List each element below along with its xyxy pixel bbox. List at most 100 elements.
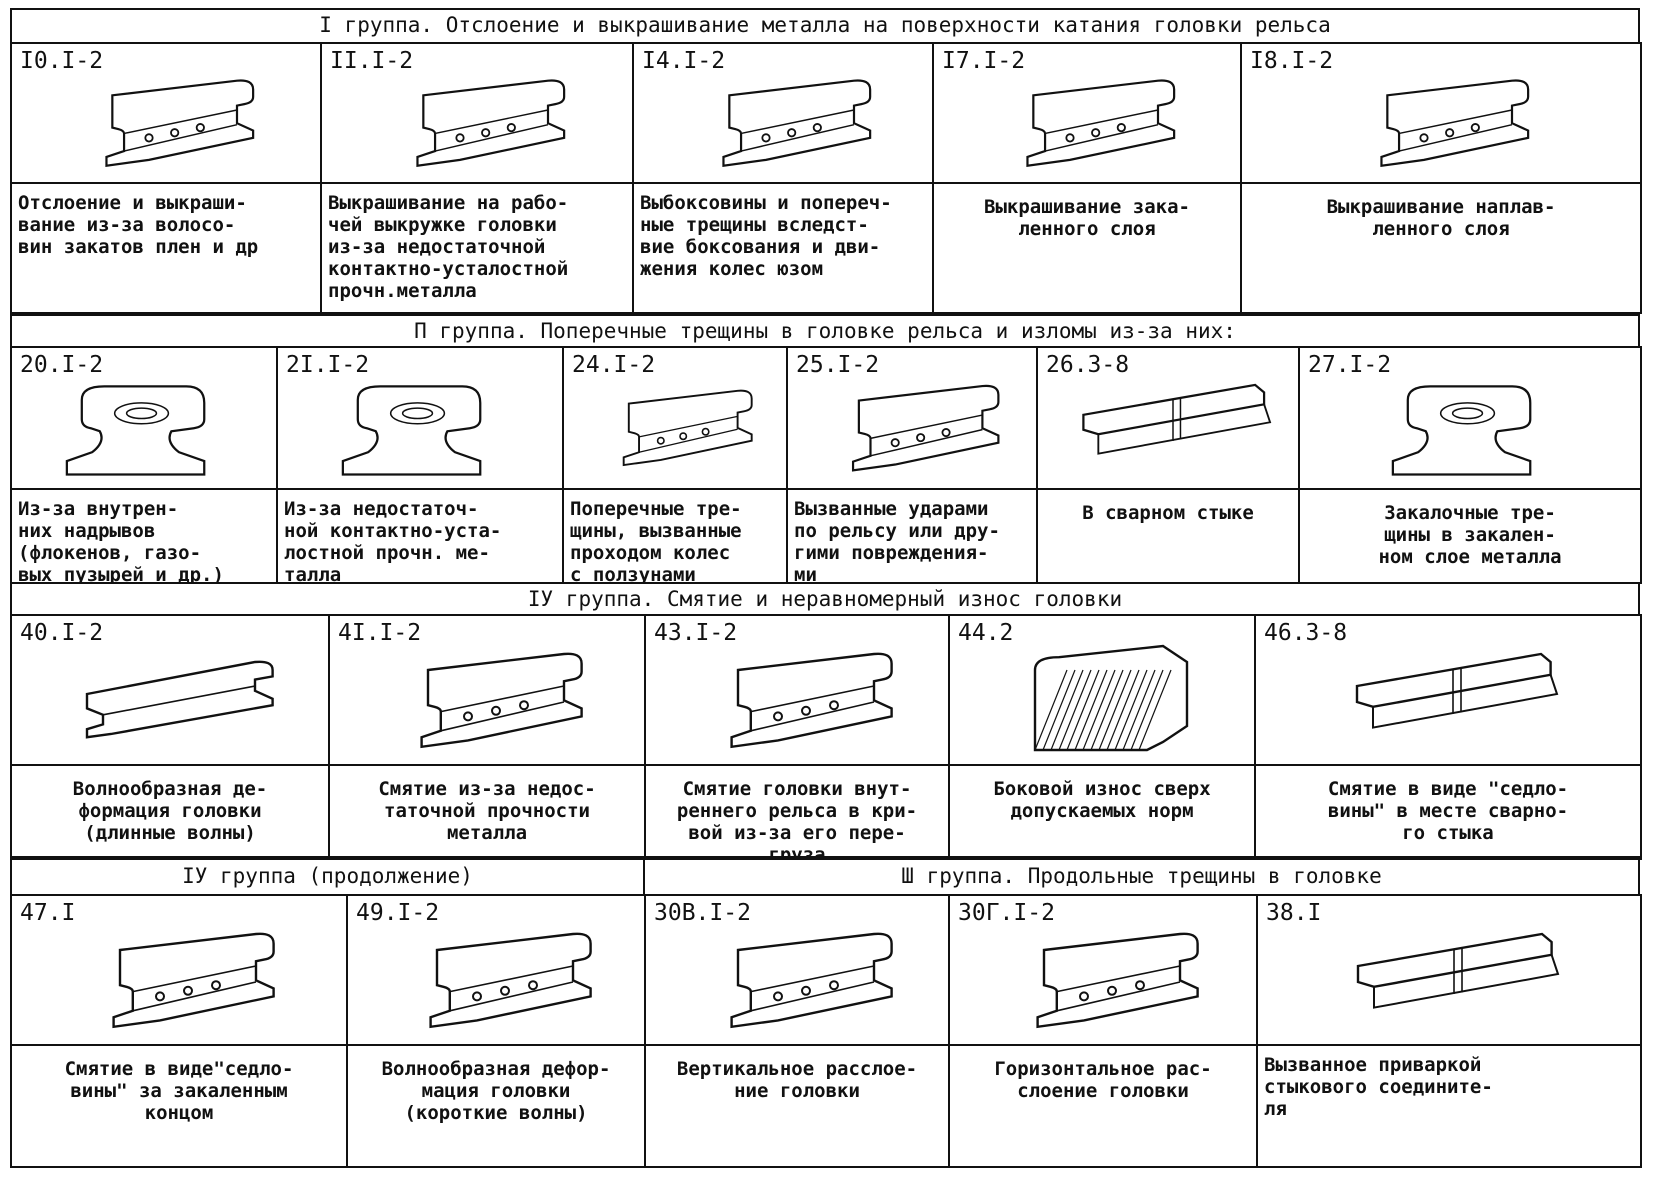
rail-defect-sketch [85,660,274,739]
group-3-header: Ш группа. Продольные трещины в головке [643,856,1640,896]
figure-area [970,918,1246,1038]
defect-figure-cell: 20.I-2 [10,346,278,490]
defect-figure-cell: 4I.I-2 [328,614,646,766]
defect-figure-cell: 43.I-2 [644,614,950,766]
rail-defect-sketch [730,932,893,1029]
figure-area [342,66,622,176]
defect-description: Горизонтальное рас- слоение головки [994,1058,1212,1102]
figure-area [32,918,336,1038]
defect-description: Смятие в виде "седло- вины" в месте свар… [1327,778,1569,844]
defect-description: Вызванное приваркой стыкового соедините-… [1264,1054,1493,1120]
figure-area [970,638,1244,758]
figure-area [654,66,922,176]
rail-defect-sketch [105,79,255,167]
defect-code: 30В.I-2 [654,900,751,926]
defect-description: Волнообразная де- формация головки (длин… [72,778,268,844]
defect-figure-cell: 47.I [10,894,348,1046]
defect-figure-cell: 46.3-8 [1254,614,1642,766]
defect-description-cell: Волнообразная дефор- мация головки (коро… [346,1044,646,1168]
defect-description-cell: Горизонтальное рас- слоение головки [948,1044,1258,1168]
defect-code: 26.3-8 [1046,352,1130,378]
group-1-header: I группа. Отслоение и выкрашивание метал… [10,8,1640,44]
defect-description-cell: В сварном стыке [1036,488,1300,584]
figure-area [666,918,938,1038]
defect-figure-cell: 40.I-2 [10,614,330,766]
defect-description-cell: Поперечные тре- щины, вызванные проходом… [562,488,788,584]
defect-figure-cell: 30Г.I-2 [948,894,1258,1046]
defect-description-cell: Вызванные ударами по рельсу или дру- гим… [786,488,1038,584]
defect-description: Отслоение и выкраши- вание из-за волосо-… [18,192,259,258]
defect-code: 38.I [1266,900,1322,926]
defect-description-cell: Волнообразная де- формация головки (длин… [10,764,330,860]
defect-code: 40.I-2 [20,620,104,646]
defect-figure-cell: 38.I [1256,894,1642,1046]
defect-figure-cell: 27.I-2 [1298,346,1642,490]
defect-description: Выкрашивание зака- ленного слоя [984,196,1190,240]
figure-area [368,918,634,1038]
defect-description: Вертикальное расслое- ние головки [676,1058,918,1102]
rail-defect-sketch [1036,932,1199,1029]
defect-code: 46.3-8 [1264,620,1348,646]
defect-description: Закалочные тре- щины в закален- ном слое… [1378,502,1562,568]
defect-code: I7.I-2 [942,48,1026,74]
defect-description: Вызванные ударами по рельсу или дру- гим… [794,498,1000,584]
rail-defect-sketch [1356,932,1560,1009]
defect-description: Выкрашивание наплав- ленного слоя [1326,196,1556,240]
figure-area [584,370,776,482]
defect-description: Выбоксовины и попереч- ные трещины вслед… [640,192,892,280]
defect-description-cell: Выкрашивание наплав- ленного слоя [1240,182,1642,314]
defect-description-cell: Смятие в виде "седло- вины" в месте свар… [1254,764,1642,860]
defect-figure-cell: 25.I-2 [786,346,1038,490]
defect-code: 44.2 [958,620,1014,646]
defect-description-cell: Смятие из-за недос- таточной прочности м… [328,764,646,860]
rail-defect-sketch [1082,383,1272,455]
figure-area [32,66,310,176]
figure-area [808,370,1026,482]
defect-description: Волнообразная дефор- мация головки (коро… [381,1058,611,1124]
group-4-continued-header: IУ группа (продолжение) [10,856,645,896]
defect-code: 25.I-2 [796,352,880,378]
figure-area [954,66,1230,176]
defect-code: 49.I-2 [356,900,440,926]
defect-code: 20.I-2 [20,352,104,378]
defect-figure-cell: 26.3-8 [1036,346,1300,490]
defect-classification-sheet: I группа. Отслоение и выкрашивание метал… [10,8,1642,1168]
defect-code: 47.I [20,900,76,926]
defect-code: II.I-2 [330,48,414,74]
rail-defect-sketch [1391,385,1532,476]
figure-area [32,638,318,758]
defect-code: 2I.I-2 [286,352,370,378]
defect-figure-cell: 49.I-2 [346,894,646,1046]
group-2-header: П группа. Поперечные трещины в головке р… [10,314,1640,348]
defect-description-cell: Выбоксовины и попереч- ные трещины вслед… [632,182,934,314]
defect-figure-cell: I4.I-2 [632,42,934,184]
defect-code: I0.I-2 [20,48,104,74]
defect-description: Смятие головки внут- реннего рельса в кр… [676,778,918,860]
defect-figure-cell: 24.I-2 [562,346,788,490]
defect-code: 43.I-2 [654,620,738,646]
figure-area [1276,638,1630,758]
defect-description: Выкрашивание на рабо- чей выкружке голов… [328,192,569,302]
figure-area [666,638,938,758]
defect-figure-cell: I8.I-2 [1240,42,1642,184]
rail-defect-sketch [1355,652,1559,729]
defect-description: Боковой износ сверх допускаемых норм [993,778,1211,822]
defect-description-cell: Выкрашивание на рабо- чей выкружке голов… [320,182,634,314]
defect-figure-cell: I7.I-2 [932,42,1242,184]
defect-description-cell: Смятие в виде"седло- вины" за закаленным… [10,1044,348,1168]
figure-area [1058,370,1288,482]
defect-code: 30Г.I-2 [958,900,1055,926]
defect-description-cell: Из-за внутрен- них надрывов (флокенов, г… [10,488,278,584]
rail-defect-sketch [1026,79,1176,167]
group-4-header: IУ группа. Смятие и неравномерный износ … [10,582,1640,616]
defect-description-cell: Вызванное приваркой стыкового соедините-… [1256,1044,1642,1168]
defect-description-cell: Вертикальное расслое- ние головки [644,1044,950,1168]
defect-code: I4.I-2 [642,48,726,74]
defect-description: Из-за внутрен- них надрывов (флокенов, г… [18,498,224,584]
defect-description: Поперечные тре- щины, вызванные проходом… [570,498,742,584]
defect-description: В сварном стыке [1082,502,1254,524]
defect-figure-cell: I0.I-2 [10,42,322,184]
defect-figure-cell: 2I.I-2 [276,346,564,490]
rail-defect-sketch [622,389,753,467]
defect-description-cell: Из-за недостаточ- ной контактно-уста- ло… [276,488,564,584]
